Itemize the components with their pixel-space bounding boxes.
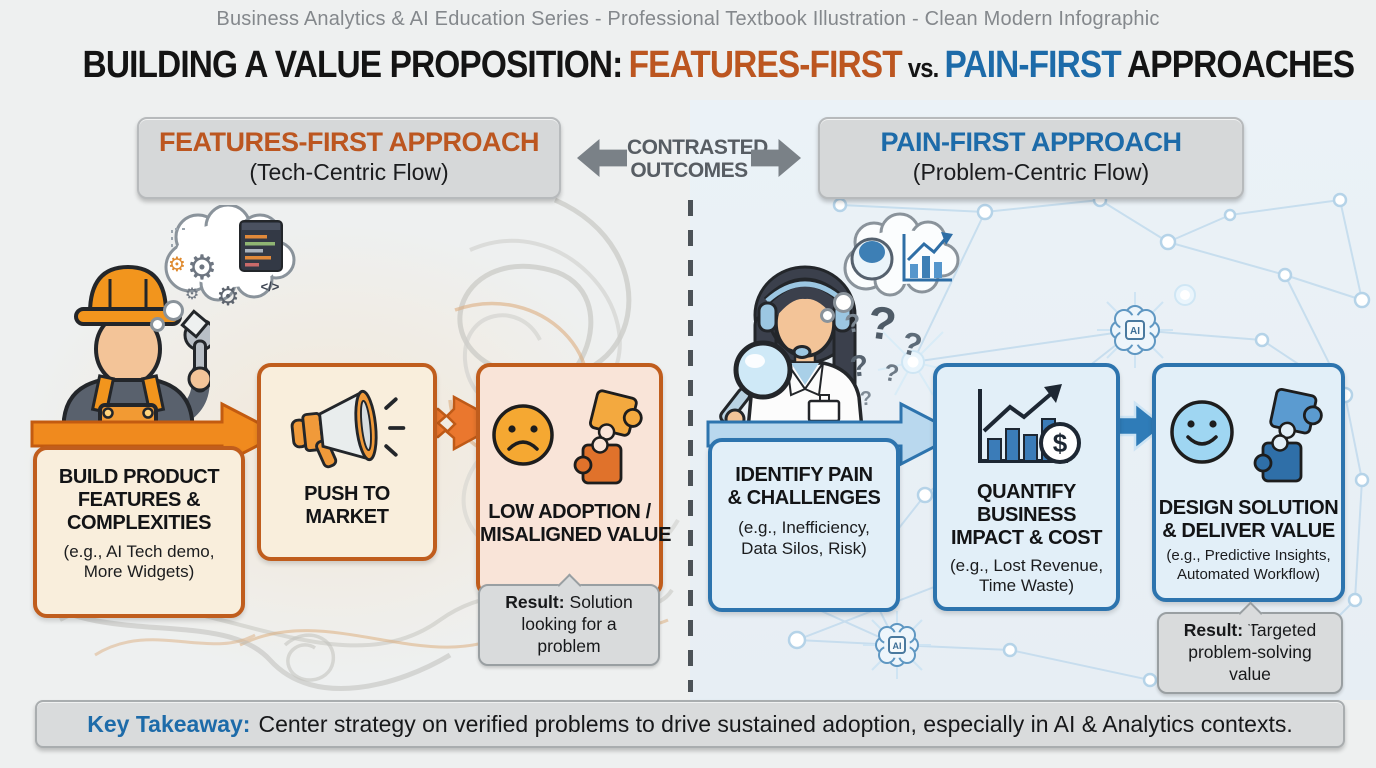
key-takeaway-text: Center strategy on verified problems to … bbox=[258, 710, 1293, 737]
mini-bar-chart-icon bbox=[902, 232, 953, 282]
step-example-line: (e.g., Inefficiency, bbox=[738, 518, 870, 538]
step-title-line: FEATURES & bbox=[77, 489, 201, 512]
fitting-puzzle-icon bbox=[1253, 387, 1323, 483]
step-example-line: Time Waste) bbox=[978, 576, 1075, 596]
growth-chart-dollar-icon: $ bbox=[977, 384, 1081, 464]
step-title-line: BUILD PRODUCT bbox=[58, 466, 220, 488]
step-example-line: (e.g., AI Tech demo, bbox=[63, 541, 215, 561]
features-first-header-subtitle: (Tech-Centric Flow) bbox=[249, 159, 449, 186]
code-window-icon bbox=[239, 220, 283, 272]
step-identify-pain: IDENTIFY PAIN & CHALLENGES (e.g., Ineffi… bbox=[708, 438, 900, 612]
step-title-line: QUANTIFY bbox=[976, 481, 1077, 503]
step-low-adoption: LOW ADOPTION / MISALIGNED VALUE bbox=[476, 363, 672, 597]
insight-thought-cloud bbox=[843, 212, 960, 297]
thought-trail-bubble bbox=[820, 308, 835, 323]
title-pain-first: PAIN-FIRST bbox=[944, 44, 1121, 86]
step-title-line: BUSINESS bbox=[976, 504, 1077, 527]
title-suffix: APPROACHES bbox=[1126, 44, 1355, 86]
title-features-first: FEATURES-FIRST bbox=[628, 44, 903, 86]
step-title-line: IDENTIFY PAIN bbox=[735, 464, 873, 486]
pain-first-header: PAIN-FIRST APPROACH (Problem-Centric Flo… bbox=[818, 117, 1244, 199]
gear-icon: ⚙ bbox=[168, 252, 186, 276]
step-title-line: DESIGN SOLUTION bbox=[1158, 497, 1339, 519]
step-example-line: (e.g., Lost Revenue, bbox=[949, 555, 1104, 575]
code-tag-icon: </> bbox=[261, 279, 280, 294]
result-text: Targeted problem-solving value bbox=[1188, 620, 1317, 684]
inner-shirt bbox=[791, 363, 819, 385]
analyst-fringe bbox=[776, 283, 834, 317]
contrast-line1: CONTRASTED bbox=[627, 136, 768, 159]
step-quantify-impact: $ QUANTIFY BUSINESS IMPACT & COST (e.g.,… bbox=[933, 363, 1120, 611]
contrast-label: CONTRASTED OUTCOMES bbox=[627, 136, 768, 182]
key-takeaway-bar: Key Takeaway: Center strategy on verifie… bbox=[35, 700, 1345, 748]
step-title-line: & CHALLENGES bbox=[727, 487, 881, 510]
step-title-line: & DELIVER VALUE bbox=[1162, 520, 1335, 543]
features-first-header-title: FEATURES-FIRST APPROACH bbox=[159, 127, 540, 157]
ai-brain-icon: AI bbox=[1097, 292, 1173, 368]
step-title-line: MARKET bbox=[305, 506, 389, 529]
ai-label: AI bbox=[893, 641, 902, 651]
sad-face-icon bbox=[491, 404, 554, 466]
thought-trail-bubble bbox=[833, 292, 854, 313]
step-design-solution: DESIGN SOLUTION & DELIVER VALUE (e.g., P… bbox=[1152, 363, 1345, 602]
ai-brain-icon: AI bbox=[863, 611, 931, 679]
pain-first-header-subtitle: (Problem-Centric Flow) bbox=[912, 159, 1150, 186]
mismatched-puzzle-icon bbox=[573, 389, 643, 485]
pain-first-header-title: PAIN-FIRST APPROACH bbox=[880, 127, 1183, 157]
hard-hat-icon bbox=[74, 264, 182, 326]
mind-profile-icon bbox=[850, 237, 894, 281]
title-vs: vs. bbox=[907, 53, 939, 83]
title-prefix: BUILDING A VALUE PROPOSITION: bbox=[82, 44, 624, 86]
tech-thought-cloud: ⚙ ⚙ ⚙ ⚙ </> bbox=[164, 205, 296, 312]
step-example-line: More Widgets) bbox=[83, 562, 195, 582]
dollar-sign: $ bbox=[1052, 428, 1067, 458]
smiley-face-icon bbox=[1169, 400, 1234, 464]
step-title-line: PUSH TO bbox=[304, 483, 390, 505]
key-takeaway-label: Key Takeaway: bbox=[87, 710, 251, 737]
center-divider bbox=[688, 200, 693, 692]
worker-fist bbox=[187, 366, 210, 392]
result-text: Solution looking for a problem bbox=[521, 592, 633, 656]
page-title: BUILDING A VALUE PROPOSITION:FEATURES-FI… bbox=[82, 44, 1355, 87]
result-label: Result: bbox=[1183, 620, 1244, 640]
step-push-to-market: PUSH TO MARKET bbox=[257, 363, 437, 561]
step-title-line: MISALIGNED VALUE bbox=[480, 524, 672, 547]
step-title-line: IMPACT & COST bbox=[950, 527, 1103, 550]
step-title-line: COMPLEXITIES bbox=[66, 512, 212, 535]
step-title-line: LOW ADOPTION / bbox=[488, 501, 651, 523]
series-subtitle: Business Analytics & AI Education Series… bbox=[216, 8, 1160, 30]
thought-trail-bubble bbox=[163, 300, 184, 321]
gear-icon: ⚙ bbox=[185, 284, 199, 303]
ai-label: AI bbox=[1130, 326, 1140, 337]
pain-result-callout: Result:Targeted problem-solving value bbox=[1157, 601, 1343, 694]
question-mark: ? bbox=[848, 349, 870, 384]
gear-icon: ⚙ bbox=[187, 248, 217, 288]
step-example-line: Automated Workflow) bbox=[1176, 565, 1321, 583]
step-example-line: Data Silos, Risk) bbox=[741, 539, 867, 559]
thought-trail-bubble bbox=[150, 317, 165, 332]
contrast-arrow-left-icon bbox=[577, 139, 627, 177]
step-example-line: (e.g., Predictive Insights, bbox=[1166, 547, 1331, 565]
result-label: Result: bbox=[505, 592, 565, 612]
features-first-header: FEATURES-FIRST APPROACH (Tech-Centric Fl… bbox=[137, 117, 561, 199]
step-build-features: BUILD PRODUCT FEATURES & COMPLEXITIES (e… bbox=[33, 446, 245, 618]
megaphone-icon bbox=[290, 389, 406, 469]
features-result-callout: Result:Solution looking for a problem bbox=[478, 573, 660, 666]
gear-icon: ⚙ bbox=[216, 282, 239, 312]
contrast-line2: OUTCOMES bbox=[630, 158, 748, 182]
